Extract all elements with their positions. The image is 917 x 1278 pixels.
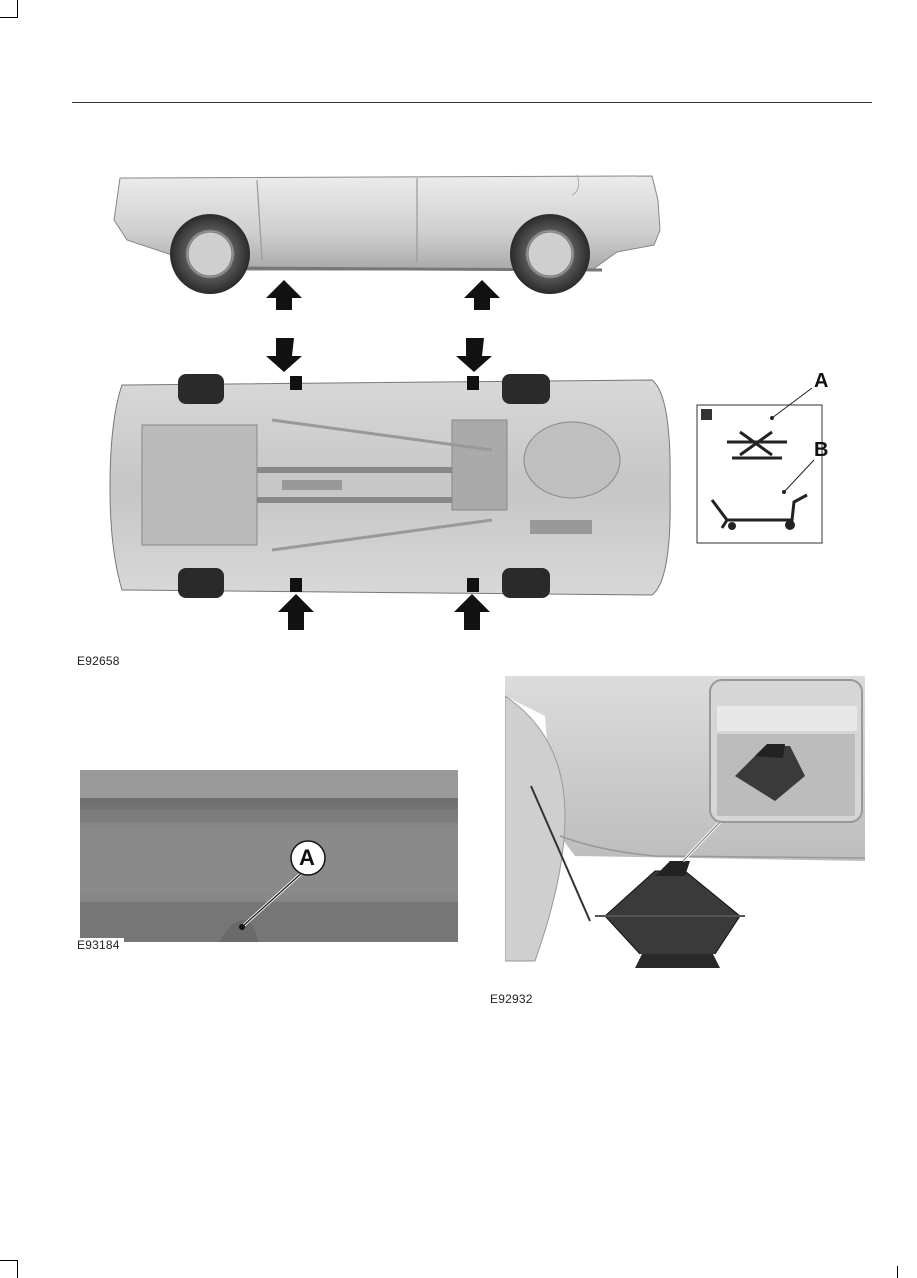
arrow-up-rear-side bbox=[464, 280, 500, 310]
crop-mark-top-left-h bbox=[0, 17, 18, 18]
sill-notch-photo bbox=[80, 770, 458, 942]
arrow-up-front-bottom bbox=[278, 594, 314, 630]
arrow-up-rear-bottom bbox=[454, 594, 490, 630]
notch-label-a: A bbox=[299, 845, 315, 871]
jack-type-inset bbox=[697, 388, 822, 543]
crop-mark-bottom-right-v bbox=[897, 1266, 898, 1278]
header-rule bbox=[72, 102, 872, 103]
scissor-jack bbox=[595, 861, 745, 968]
car-jacking-points-illustration bbox=[72, 170, 872, 670]
scissor-jack-under-car-illustration bbox=[505, 676, 865, 976]
crop-mark-bottom-left-v bbox=[17, 1260, 18, 1278]
arrow-down-rear bbox=[456, 338, 492, 372]
figure-jacking-points: A B bbox=[72, 170, 872, 670]
crop-mark-bottom-left-h bbox=[0, 1260, 18, 1261]
figure-jack-lifting bbox=[505, 676, 865, 976]
figure-code-jack-points: E92658 bbox=[77, 654, 120, 668]
figure-code-jack-notch: E93184 bbox=[77, 938, 124, 952]
car-underside-view bbox=[110, 374, 670, 598]
arrow-up-front-side bbox=[266, 280, 302, 310]
car-side-view bbox=[114, 175, 660, 294]
inset-label-a: A bbox=[814, 370, 828, 393]
inset-label-b: B bbox=[814, 439, 828, 462]
arrow-down-front bbox=[266, 338, 302, 372]
figure-code-jack-lift: E92932 bbox=[490, 992, 533, 1006]
crop-mark-top-left-v bbox=[17, 0, 18, 18]
figure-jacking-notch: A bbox=[80, 770, 458, 942]
